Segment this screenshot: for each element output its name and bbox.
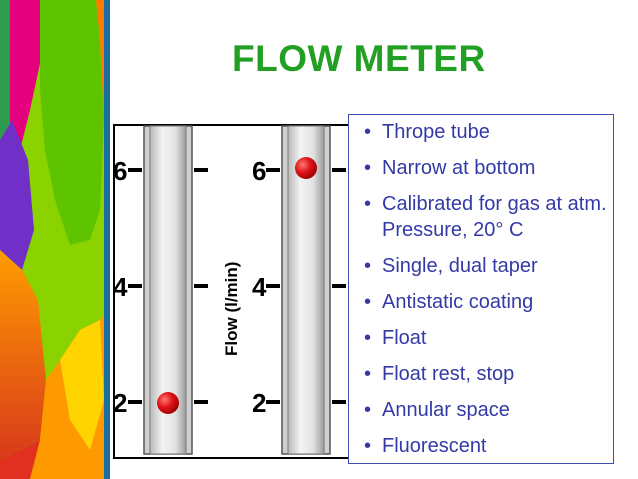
flow-axis-label: Flow (l/min) <box>222 262 241 356</box>
slide-title: FLOW METER <box>232 38 486 79</box>
bullet-item: Antistatic coating <box>349 289 613 315</box>
bullet-item: Fluorescent <box>349 433 613 459</box>
decorative-color-strip <box>0 0 110 479</box>
bullet-item: Thrope tube <box>349 119 613 145</box>
left-scale-4: 4 <box>113 272 128 302</box>
left-float <box>157 392 179 414</box>
right-scale-2: 2 <box>252 388 266 418</box>
right-scale-4: 4 <box>252 272 267 302</box>
bullet-item: Narrow at bottom <box>349 155 613 181</box>
right-scale-6: 6 <box>252 156 266 186</box>
bullet-item: Float <box>349 325 613 351</box>
right-float <box>295 157 317 179</box>
bullet-list: Thrope tube Narrow at bottom Calibrated … <box>349 115 613 459</box>
flow-meter-figure: 6 4 2 6 4 2 Flow (l/min) <box>110 118 360 459</box>
flow-meter-diagram: 6 4 2 6 4 2 Flow (l/min) <box>113 125 346 455</box>
bullet-item: Calibrated for gas at atm. Pressure, 20°… <box>349 191 613 243</box>
bullet-item: Single, dual taper <box>349 253 613 279</box>
left-scale-6: 6 <box>113 156 127 186</box>
left-scale-2: 2 <box>113 388 127 418</box>
bullet-item: Float rest, stop <box>349 361 613 387</box>
bullet-item: Annular space <box>349 397 613 423</box>
bullet-list-panel: Thrope tube Narrow at bottom Calibrated … <box>348 114 614 464</box>
